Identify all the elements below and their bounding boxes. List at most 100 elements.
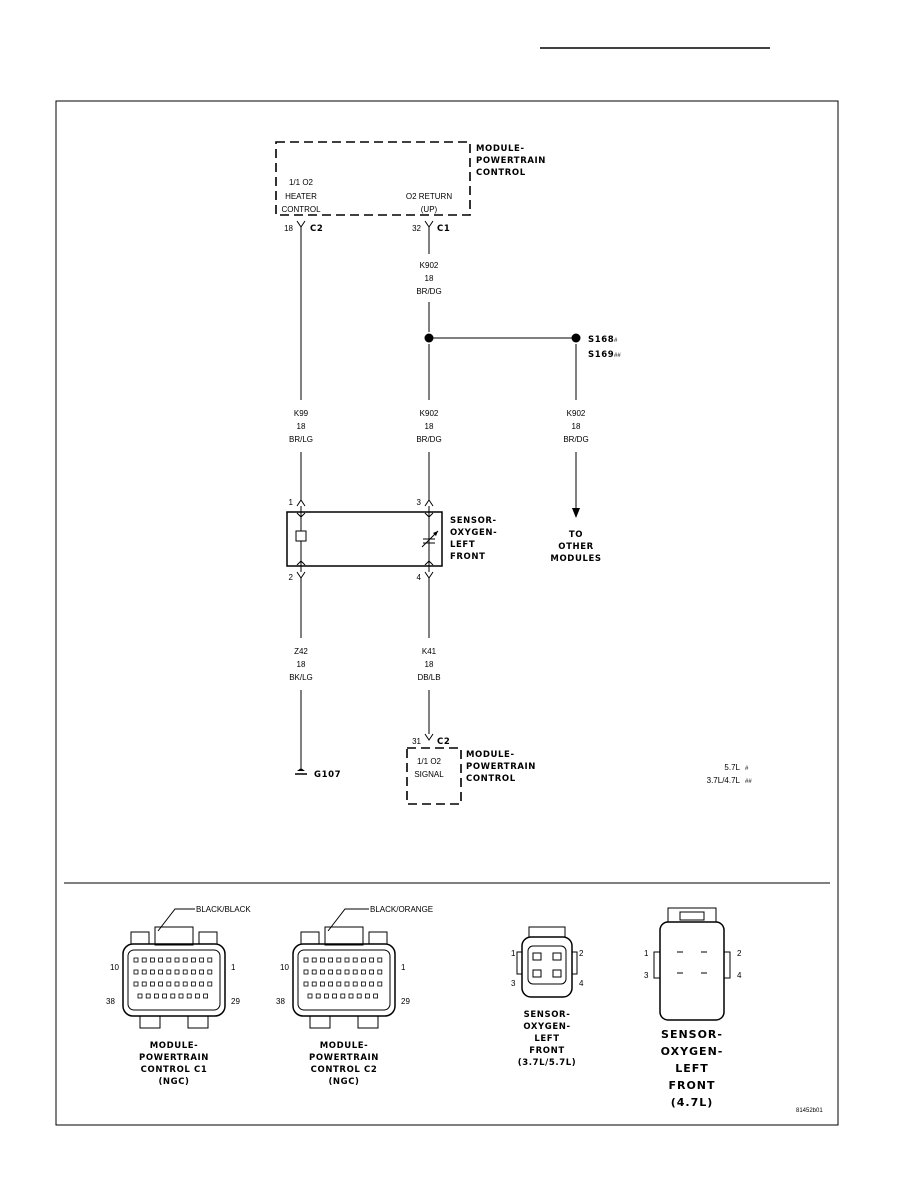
c2-title-line1: MODULE- — [320, 1041, 369, 1051]
c2-title-line2: POWERTRAIN — [309, 1053, 379, 1063]
pcm-bottom-title-line3: CONTROL — [466, 774, 516, 784]
c1-pin10-label: 10 — [110, 963, 119, 972]
pin-cavity — [369, 969, 375, 975]
o2s-title-line3: LEFT — [534, 1034, 559, 1044]
pcm-pin-o2return-line1: O2 RETURN — [406, 192, 452, 201]
sensor-pin1-label: 1 — [289, 498, 294, 507]
o2s-latch — [528, 926, 566, 938]
pin-cavity — [311, 981, 317, 987]
sensor-pin3-label: 3 — [417, 498, 422, 507]
o2l-rib-right — [723, 951, 731, 979]
c2-title-line4: (NGC) — [328, 1077, 359, 1087]
wire-label-k902-mid: K902 18 BR/DG — [416, 409, 441, 444]
pin-cavity — [145, 993, 151, 999]
o2s-rib-right — [571, 951, 578, 975]
pin-cavity — [153, 993, 159, 999]
sensor-title-line2: OXYGEN- — [450, 528, 497, 538]
legend-37l47l-label: 3.7L/4.7L — [707, 776, 741, 785]
wire-label-k902-top: K902 18 BR/DG — [416, 261, 441, 296]
wire-label-k99-line2: 18 — [297, 422, 306, 431]
sensor-title-line4: FRONT — [450, 552, 486, 562]
splice-s168-mark: # — [614, 338, 618, 344]
pin-cavity — [149, 969, 155, 975]
pin-cavity — [369, 957, 375, 963]
c1-title-line1: MODULE- — [150, 1041, 199, 1051]
o2l-title-line1: SENSOR- — [661, 1028, 723, 1041]
ground-symbol-top — [297, 768, 305, 771]
pin-cavity — [377, 981, 383, 987]
wire-label-k902-right: K902 18 BR/DG — [563, 409, 588, 444]
wire-label-k902-right-line1: K902 — [567, 409, 586, 418]
pin-cavity — [319, 957, 325, 963]
pin-cavity — [360, 957, 366, 963]
diagram-frame — [55, 100, 839, 1126]
pin-cavity — [186, 993, 192, 999]
pcm-bottom-title-line2: POWERTRAIN — [466, 762, 536, 772]
pin-cavity — [336, 957, 342, 963]
pcm-top-module: MODULE- POWERTRAIN CONTROL 1/1 O2 HEATER… — [275, 141, 545, 234]
pin-cavity — [166, 981, 172, 987]
pin-cavity — [158, 957, 164, 963]
c2-foot-right — [357, 1015, 379, 1029]
pin-cavity — [174, 981, 180, 987]
c2-lock-tab — [324, 926, 364, 946]
pcm-top-title-line3: CONTROL — [476, 168, 526, 178]
splice-s168-label: S168 — [588, 335, 614, 345]
cavity-31-label: 31 — [412, 737, 421, 746]
pin-cavity — [149, 981, 155, 987]
cavity-32-label: 32 — [412, 224, 421, 233]
o2s-cavity-4 — [552, 969, 562, 978]
wire-label-z42-line3: BK/LG — [289, 673, 313, 682]
connector-c1-label: C1 — [437, 224, 450, 234]
c1-pin-grid — [133, 957, 213, 999]
o2l-body — [659, 921, 725, 1021]
pin-cavity — [377, 969, 383, 975]
pcm-top-outline — [275, 141, 471, 216]
c2-pin-grid — [303, 957, 383, 999]
pin-cavity — [336, 969, 342, 975]
pin-cavity — [311, 957, 317, 963]
pin-cavity — [373, 993, 379, 999]
to-other-line1: TO — [569, 530, 583, 540]
pcm-bottom-module: 31 C2 1/1 O2 SIGNAL MODULE- POWERTRAIN C… — [406, 737, 536, 805]
pin-cavity — [133, 981, 139, 987]
connector-view-pcm-c2: BLACK/ORANGE 10 1 38 29 MODULE- POWERTRA… — [276, 905, 433, 1087]
pin-cavity — [199, 957, 205, 963]
o2l-title-line4: FRONT — [668, 1079, 715, 1092]
pin-cavity — [352, 969, 358, 975]
terminal-sensor-2 — [296, 571, 306, 579]
pin-cavity — [303, 969, 309, 975]
c2-pin38-label: 38 — [276, 997, 285, 1006]
pin-cavity — [336, 981, 342, 987]
pin-cavity — [182, 957, 188, 963]
pin-cavity — [360, 969, 366, 975]
pcm-bottom-title-line1: MODULE- — [466, 750, 515, 760]
pin-cavity — [199, 981, 205, 987]
o2l-pin1-label: 1 — [644, 949, 649, 958]
to-other-line2: OTHER — [558, 542, 594, 552]
pcm-pin-heater-line3: CONTROL — [281, 205, 321, 214]
c1-foot-left — [139, 1015, 161, 1029]
pcm-pin-heater-line1: 1/1 O2 — [289, 178, 314, 187]
pcm-bottom-connector-label: C2 — [437, 737, 450, 747]
o2l-latch-tab — [679, 911, 705, 921]
o2l-title-line2: OXYGEN- — [661, 1045, 724, 1058]
to-other-line3: MODULES — [550, 554, 601, 564]
c1-latch-right — [198, 931, 218, 945]
pin-cavity — [182, 981, 188, 987]
pin-cavity — [328, 981, 334, 987]
pin-cavity — [377, 957, 383, 963]
pin-cavity — [332, 993, 338, 999]
wire-label-k902-top-line2: 18 — [425, 274, 434, 283]
wire-label-k902-mid-line1: K902 — [420, 409, 439, 418]
c2-pin1-label: 1 — [401, 963, 406, 972]
pcm-pin-o2return-line2: (UP) — [421, 205, 438, 214]
wire-label-k99: K99 18 BR/LG — [289, 409, 313, 444]
pin-cavity — [141, 981, 147, 987]
o2l-pin3-label: 3 — [644, 971, 649, 980]
heater-terminal-marks — [296, 512, 306, 566]
legend-57l-label: 5.7L — [724, 763, 740, 772]
wire-label-k902-top-line3: BR/DG — [416, 287, 441, 296]
pin-cavity — [194, 993, 200, 999]
